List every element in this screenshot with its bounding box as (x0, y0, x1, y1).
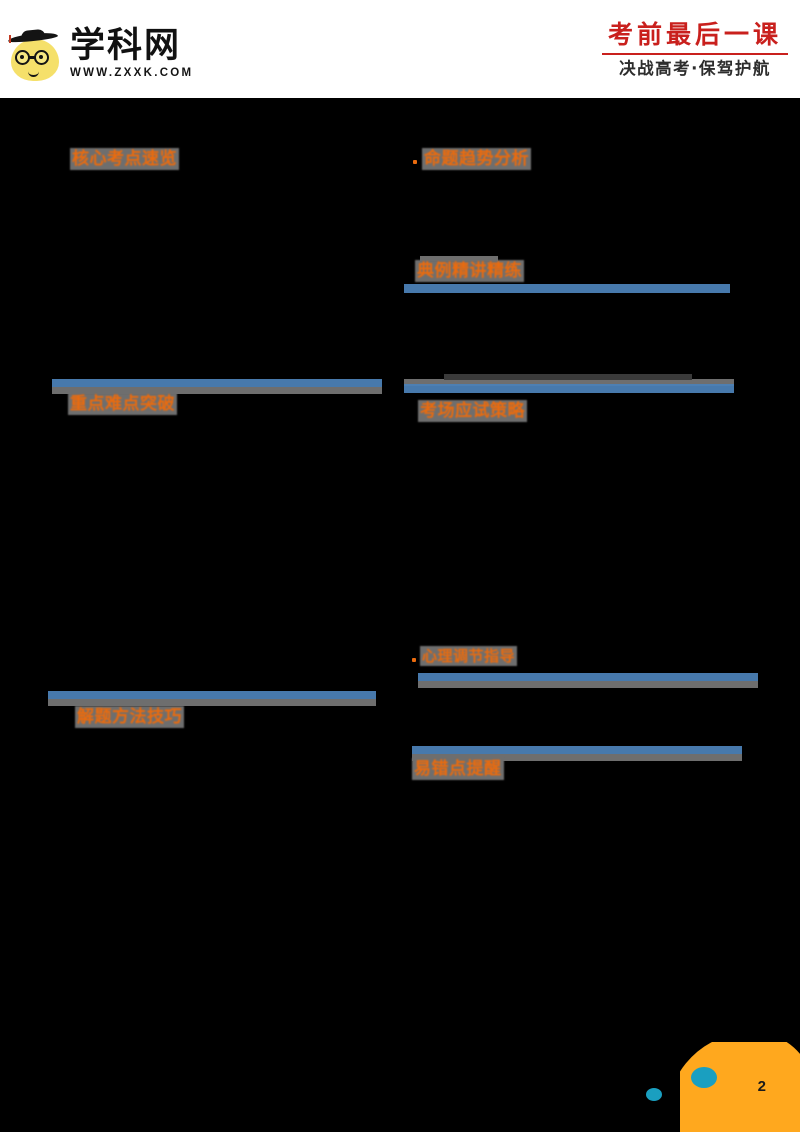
brand-url: WWW.ZXXK.COM (70, 66, 194, 79)
redacted-text-bar (404, 284, 730, 293)
redaction-block (52, 387, 382, 394)
section-heading-trend-analysis: 命题趋势分析 (422, 148, 531, 170)
owl-glasses-bridge (29, 56, 36, 59)
section-heading-worked-examples: 典例精讲精练 (415, 260, 524, 282)
document-body: 核心考点速览 重点难点突破 解题方法技巧 命题趋势分析 典例精讲精练 考场应试策… (0, 98, 800, 1132)
section-heading-common-mistakes: 易错点提醒 (412, 758, 504, 780)
deco-dot-large (691, 1067, 717, 1088)
cap-board (7, 31, 59, 44)
graduation-cap-icon (7, 28, 59, 44)
campaign-subtitle: 决战高考·保驾护航 (619, 58, 771, 78)
redaction-block (418, 681, 758, 688)
campaign-title: 考前最后一课 (607, 20, 782, 49)
section-heading-mental-guidance: 心理调节指导 (420, 646, 518, 666)
campaign-logo: 考前最后一课 决战高考·保驾护航 (602, 20, 788, 79)
page-number: 2 (757, 1078, 766, 1095)
redaction-block (48, 699, 376, 706)
campaign-divider (602, 53, 788, 55)
page-header: 学科网 WWW.ZXXK.COM 考前最后一课 决战高考·保驾护航 (0, 0, 800, 98)
redacted-text-bar (404, 384, 734, 393)
redaction-block (444, 374, 692, 380)
site-logo: 学科网 WWW.ZXXK.COM (7, 22, 193, 84)
section-heading-key-difficulties: 重点难点突破 (68, 393, 177, 415)
graduation-owl-logo-icon (7, 25, 64, 81)
redaction-block (404, 379, 734, 386)
redacted-text-bar (48, 691, 376, 700)
redacted-text-bar (412, 746, 742, 755)
brand-text-block: 学科网 WWW.ZXXK.COM (70, 27, 193, 80)
bullet-icon (413, 160, 417, 164)
redaction-block (412, 754, 742, 761)
section-heading-core-points: 核心考点速览 (70, 148, 179, 170)
redacted-text-bar (418, 673, 758, 682)
redaction-block (420, 256, 498, 261)
cap-tassel (9, 35, 11, 43)
section-heading-method-skills: 解题方法技巧 (75, 706, 184, 728)
owl-pupil-right (39, 55, 43, 59)
deco-dot-small (646, 1088, 662, 1101)
bullet-icon (412, 658, 416, 662)
owl-pupil-left (20, 55, 24, 59)
section-heading-exam-strategy: 考场应试策略 (418, 400, 527, 422)
redacted-text-bar (52, 379, 382, 388)
owl-mouth (28, 69, 39, 77)
brand-name: 学科网 (70, 25, 182, 66)
